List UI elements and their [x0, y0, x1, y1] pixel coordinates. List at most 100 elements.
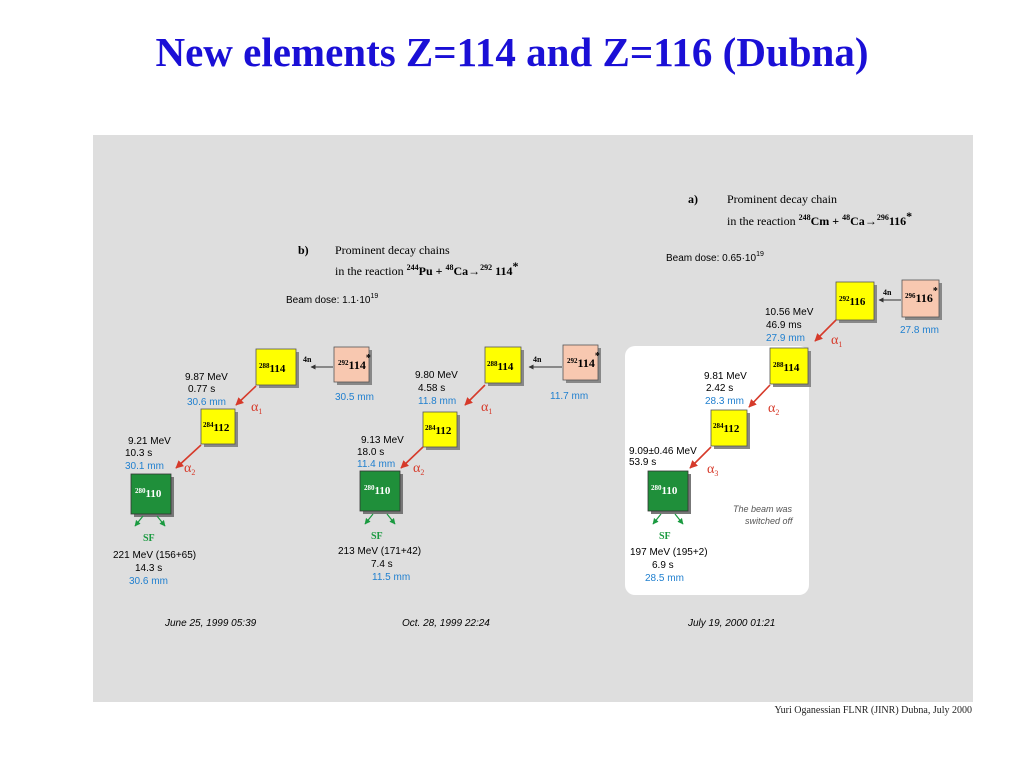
beam-off-callout [625, 346, 809, 595]
nucleus-box-288-114 [255, 348, 297, 386]
nucleus-box-288-114 [769, 347, 809, 385]
alpha-3-arrow [689, 446, 712, 469]
panel-a-beam-dose: Beam dose: 0.65·1019 [666, 251, 764, 264]
decay-chain-1: 292114* 30.5 mm 4n 288114 α1 9.87 MeV 0.… [113, 346, 374, 629]
nucleus-label-280-110: 280110 [364, 484, 391, 497]
alpha-1-label: α1 [251, 400, 262, 416]
alpha-2-range: 11.4 mm [357, 459, 395, 470]
panel-b-line1: Prominent decay chains [335, 243, 450, 257]
alpha-1-time: 46.9 ms [766, 320, 802, 331]
sf-range: 11.5 mm [372, 572, 410, 583]
event-date: July 19, 2000 01:21 [687, 618, 775, 629]
sf-arrow-right [156, 515, 166, 527]
neutron-label: 4n [883, 288, 892, 297]
nucleus-label-280-110: 280110 [135, 487, 162, 500]
alpha-1-label: α1 [481, 400, 492, 416]
decay-chains-diagram: b) Prominent decay chains in the reactio… [113, 192, 942, 629]
panel-a-line1: Prominent decay chain [727, 192, 837, 206]
alpha-1-arrow [814, 319, 837, 342]
sf-arrow-left [364, 513, 374, 525]
compound-nucleus-box [562, 344, 599, 381]
alpha-2-range: 30.1 mm [125, 461, 164, 472]
alpha-2-label: α2 [184, 461, 195, 477]
alpha-2-energy: 9.13 MeV [361, 435, 404, 446]
alpha-1-energy: 9.87 MeV [185, 372, 228, 383]
neutron-label: 4n [303, 355, 312, 364]
sf-arrow-left [652, 513, 662, 525]
event-date: June 25, 1999 05:39 [164, 618, 257, 629]
sf-arrow-left [134, 515, 144, 527]
diagram-panel: b) Prominent decay chains in the reactio… [93, 135, 973, 702]
sf-energy: 213 MeV (171+42) [338, 546, 421, 557]
compound-nucleus-box [333, 346, 370, 383]
nucleus-box-284-112 [422, 411, 458, 448]
beam-off-note-2: switched off [745, 516, 794, 526]
panel-a-label: a) [688, 192, 698, 206]
alpha-2-arrow [400, 446, 424, 469]
compound-range: 11.7 mm [550, 391, 588, 402]
nucleus-label-288-114: 288114 [487, 360, 514, 373]
compound-nucleus-box [901, 279, 940, 318]
compound-nucleus-label: 292114* [338, 353, 371, 372]
compound-nucleus-label: 292114* [567, 351, 600, 370]
alpha-1-range: 30.6 mm [187, 397, 226, 408]
alpha-3-energy: 9.09±0.46 MeV [629, 446, 697, 457]
neutron-label: 4n [533, 355, 542, 364]
alpha-1-energy: 10.56 MeV [765, 307, 814, 318]
sf-label: SF [659, 531, 671, 542]
panel-b-label: b) [298, 243, 309, 257]
nucleus-box-284-112 [200, 408, 236, 445]
sf-range: 30.6 mm [129, 576, 168, 587]
panel-a-header: a) Prominent decay chain in the reaction… [666, 192, 912, 264]
sf-energy: 221 MeV (156+65) [113, 550, 196, 561]
nucleus-label-292-116: 292116 [839, 295, 866, 308]
compound-range: 27.8 mm [900, 325, 939, 336]
alpha-1-range: 27.9 mm [766, 333, 805, 344]
alpha-3-label: α3 [707, 462, 718, 478]
alpha-1-label: α1 [831, 333, 842, 349]
alpha-1-time: 4.58 s [418, 383, 445, 394]
alpha-2-range: 28.3 mm [705, 396, 744, 407]
nucleus-label-284-112: 284112 [425, 424, 452, 437]
beam-off-note-1: The beam was [733, 504, 793, 514]
alpha-2-time: 2.42 s [706, 383, 733, 394]
alpha-2-time: 18.0 s [357, 447, 384, 458]
sf-arrow-right [674, 513, 684, 525]
sf-label: SF [143, 533, 155, 544]
nucleus-label-284-112: 284112 [713, 422, 740, 435]
compound-nucleus-label: 296116* [905, 286, 938, 305]
alpha-2-arrow [748, 384, 771, 408]
panel-b-beam-dose: Beam dose: 1.1·1019 [286, 293, 378, 306]
sf-time: 7.4 s [371, 559, 393, 570]
panel-a-line2: in the reaction 248Cm + 48Ca→296116* [727, 209, 912, 228]
nucleus-label-288-114: 288114 [773, 361, 800, 374]
event-date: Oct. 28, 1999 22:24 [402, 618, 490, 629]
page-title: New elements Z=114 and Z=116 (Dubna) [155, 29, 869, 75]
alpha-1-arrow [464, 384, 486, 406]
sf-arrow-right [386, 513, 396, 525]
alpha-2-energy: 9.21 MeV [128, 436, 171, 447]
sf-energy: 197 MeV (195+2) [630, 547, 708, 558]
alpha-1-time: 0.77 s [188, 384, 215, 395]
nucleus-label-288-114: 288114 [259, 362, 286, 375]
alpha-2-arrow [175, 444, 202, 469]
nucleus-box-280-110 [130, 473, 172, 515]
panel-b-line2: in the reaction 244Pu + 48Ca→292 114* [335, 259, 519, 278]
decay-chain-2: 292114* 11.7 mm 4n 288114 α1 9.80 MeV 4.… [338, 344, 601, 629]
nucleus-label-280-110: 280110 [651, 484, 678, 497]
compound-range: 30.5 mm [335, 392, 374, 403]
nucleus-label-284-112: 284112 [203, 421, 230, 434]
sf-time: 14.3 s [135, 563, 162, 574]
alpha-1-arrow [235, 385, 257, 406]
panel-b-header: b) Prominent decay chains in the reactio… [286, 243, 519, 306]
nucleus-box-280-110 [359, 470, 401, 512]
sf-time: 6.9 s [652, 560, 674, 571]
alpha-2-label: α2 [768, 401, 779, 417]
decay-chain-3: 296116* 27.8 mm 4n 292116 α1 10.56 MeV 4… [625, 279, 942, 629]
credit-line: Yuri Oganessian FLNR (JINR) Dubna, July … [774, 705, 973, 716]
alpha-2-energy: 9.81 MeV [704, 371, 747, 382]
alpha-3-time: 53.9 s [629, 457, 656, 468]
nucleus-box-288-114 [484, 346, 522, 384]
alpha-1-energy: 9.80 MeV [415, 370, 458, 381]
alpha-2-time: 10.3 s [125, 448, 152, 459]
